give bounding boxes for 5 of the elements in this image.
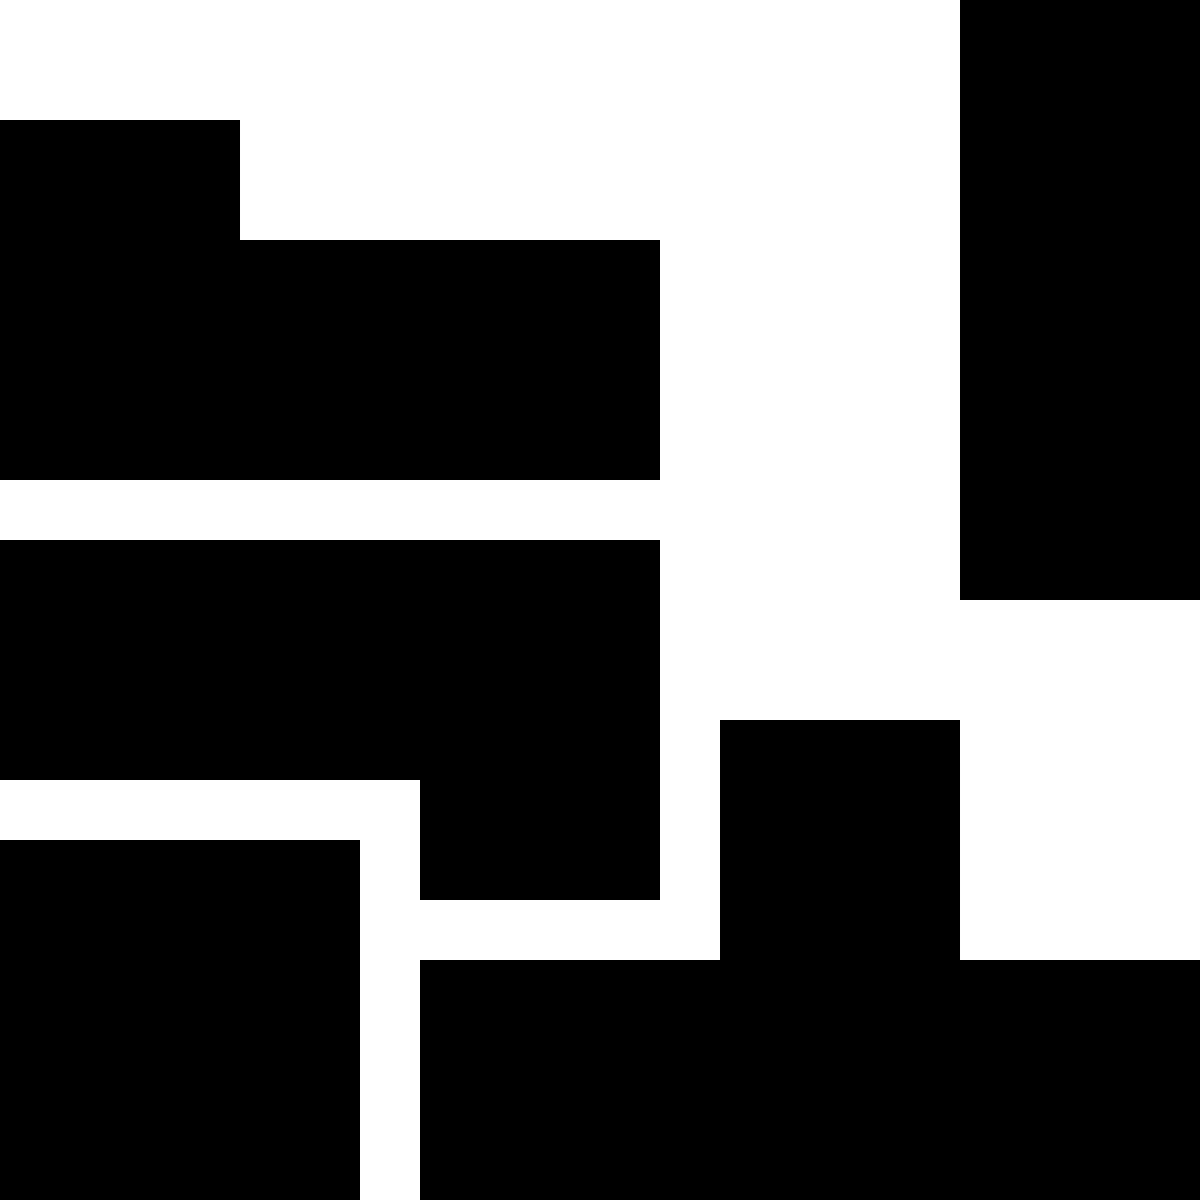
block-shape <box>0 840 360 1200</box>
block-shape <box>960 0 1200 600</box>
block-shape <box>0 540 660 900</box>
block-shape <box>420 720 1200 1200</box>
block-shape <box>0 120 660 480</box>
